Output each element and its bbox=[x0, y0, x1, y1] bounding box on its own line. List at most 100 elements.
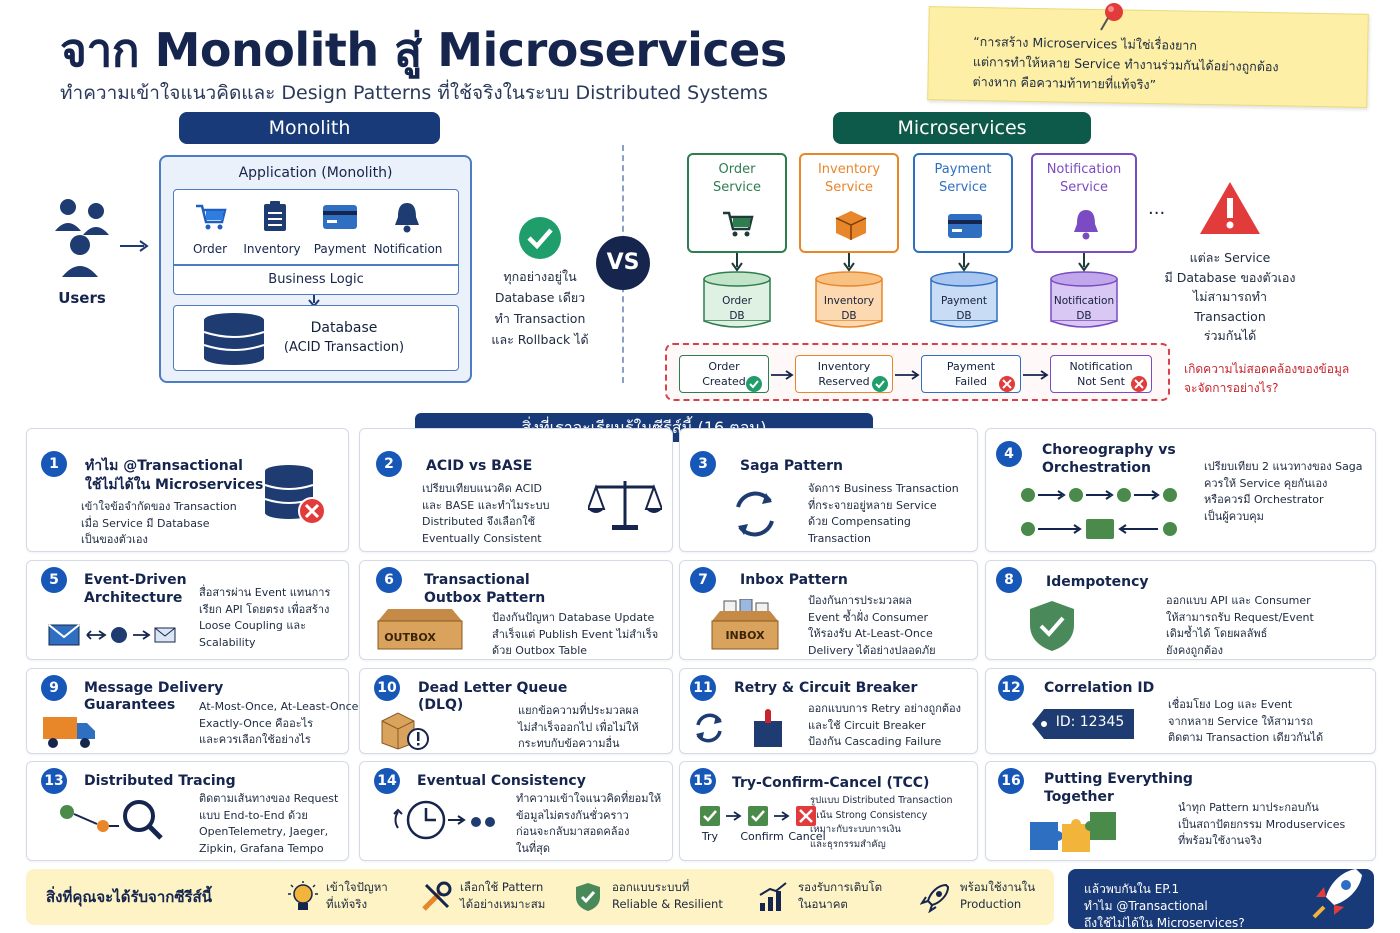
card-title: Saga Pattern bbox=[740, 458, 843, 474]
card-desc: รูปแบบ Distributed Transaction ที่เน้น S… bbox=[810, 794, 953, 852]
desc-line: สำเร็จแต่ Publish Event ไม่สำเร็จ bbox=[492, 627, 659, 641]
card-number: 2 bbox=[376, 451, 402, 477]
card-8[interactable]: 8 Idempotency ออกแบบ API และ Consumer ให… bbox=[985, 560, 1376, 660]
card-number: 10 bbox=[374, 675, 400, 701]
card-2[interactable]: 2 ACID vs BASE เปรียบเทียบแนวคิด ACID แล… bbox=[359, 428, 673, 552]
desc-line: ให้รองรับ At-Least-Once bbox=[808, 627, 933, 640]
desc-line: ควรให้ Service คุยกันเอง bbox=[1204, 476, 1328, 490]
desc-line: ที่กระจายอยู่หลาย Service bbox=[808, 498, 937, 512]
card-desc: นำทุก Pattern มาประกอบกัน เป็นสถาปัตยกรร… bbox=[1178, 800, 1345, 850]
flow-line: Created bbox=[702, 375, 746, 388]
next-episode-box[interactable]: แล้วพบกันใน EP.1 ทำไม @Transactional ถึง… bbox=[1068, 869, 1374, 930]
card-13[interactable]: 13 Distributed Tracing ติดตามเส้นทางของ … bbox=[26, 761, 349, 861]
card-desc: ออกแบบ API และ Consumer ให้สามารถรับ Req… bbox=[1166, 593, 1314, 659]
card-15[interactable]: 15 Try-Confirm-Cancel (TCC) รูปแบบ Distr… bbox=[679, 761, 978, 861]
card-4[interactable]: 4 Choreography vs Orchestration เปรียบเท… bbox=[985, 428, 1376, 552]
database-error-icon bbox=[264, 465, 326, 525]
tcc-step-label: Try bbox=[701, 830, 719, 843]
card-9[interactable]: 9 Message Delivery Guarantees At-Most-On… bbox=[26, 668, 362, 754]
note-line: มี Database ของตัวเอง bbox=[1164, 269, 1296, 285]
card-14[interactable]: 14 Eventual Consistency ทำความเข้าใจแนวค… bbox=[359, 761, 673, 861]
warning-icon bbox=[1200, 182, 1260, 234]
db-label-1: Order bbox=[722, 295, 752, 307]
benefit-item: เลือกใช้ Pattern ได้อย่างเหมาะสม bbox=[460, 879, 545, 913]
desc-line: ติดตามเส้นทางของ Request bbox=[199, 792, 339, 805]
desc-line: Transaction bbox=[808, 531, 871, 545]
desc-line: Distributed จึงเลือกใช้ bbox=[422, 515, 536, 528]
desc-line: Zipkin, Grafana Tempo bbox=[199, 841, 324, 855]
desc-line: ที่พร้อมใช้งานจริง bbox=[1178, 834, 1262, 847]
card-11[interactable]: 11 Retry & Circuit Breaker ออกแบบการ Ret… bbox=[679, 668, 978, 754]
card-1[interactable]: 1 ทำไม @Transactional ใช้ไม่ได้ใน Micros… bbox=[26, 428, 349, 552]
card-10[interactable]: 10 Dead Letter Queue (DLQ) แยกข้อความที่… bbox=[359, 668, 673, 754]
dead-letter-box-icon bbox=[381, 712, 429, 750]
bell-icon bbox=[395, 203, 419, 233]
desc-line: เป็นของตัวเอง bbox=[81, 533, 148, 546]
desc-line: เดิมซ้ำได้ โดยผลลัพธ์ bbox=[1166, 627, 1268, 640]
desc-line: Loose Coupling และ bbox=[199, 619, 307, 632]
card-7[interactable]: 7 Inbox Pattern ป้องกันการประมวลผล Event… bbox=[679, 560, 978, 660]
desc-line: เป็นผู้ควบคุม bbox=[1204, 509, 1264, 523]
tcc-step-label: Confirm bbox=[740, 830, 784, 843]
card-16[interactable]: 16 Putting Everything Together นำทุก Pat… bbox=[985, 761, 1376, 861]
card-number: 4 bbox=[996, 441, 1022, 467]
card-5[interactable]: 5 Event-Driven Architecture สื่อสารผ่าน … bbox=[26, 560, 349, 660]
db-title: Database bbox=[310, 320, 378, 336]
warning-line: เกิดความไม่สอดคล้องของข้อมูล bbox=[1184, 362, 1350, 376]
desc-line: จากหลาย Service ให้สามารถ bbox=[1168, 714, 1314, 728]
card-title: Correlation ID bbox=[1044, 680, 1155, 696]
card-3[interactable]: 3 Saga Pattern จัดการ Business Transacti… bbox=[679, 428, 978, 552]
summary-line: Database เดียว bbox=[494, 290, 586, 305]
desc-line: ให้สามารถรับ Request/Event bbox=[1166, 610, 1314, 624]
inventory-db-icon bbox=[815, 271, 883, 328]
card-number: 5 bbox=[41, 567, 67, 593]
summary-line: ทำ Transaction bbox=[494, 311, 586, 326]
microservices-note: แต่ละ Service มี Database ของตัวเอง ไม่ส… bbox=[1162, 248, 1298, 346]
card-title: ทำไม @Transactional bbox=[85, 458, 243, 474]
benefit-line: ที่แท้จริง bbox=[326, 897, 368, 911]
db-label-1: Notification bbox=[1053, 295, 1115, 307]
check-icon bbox=[872, 376, 888, 392]
payment-service-box: Payment Service bbox=[913, 153, 1013, 253]
desc-line: Eventually Consistent bbox=[422, 531, 542, 545]
card-number: 13 bbox=[41, 768, 67, 794]
card-title: Together bbox=[1044, 789, 1114, 805]
monolith-pill: Monolith bbox=[179, 112, 440, 144]
monolith-summary: ทุกอย่างอยู่ใน Database เดียว ทำ Transac… bbox=[482, 266, 598, 350]
card-number: 16 bbox=[998, 768, 1024, 794]
card-6[interactable]: 6 Transactional Outbox Pattern ป้องกันปั… bbox=[359, 560, 673, 660]
event-flow-icon bbox=[48, 624, 176, 646]
card-number: 3 bbox=[690, 451, 716, 477]
summary-line: ทุกอย่างอยู่ใน bbox=[503, 269, 577, 284]
card-title: Orchestration bbox=[1042, 460, 1152, 476]
payment-db-icon bbox=[930, 271, 998, 328]
card-desc: ออกแบบการ Retry อย่างถูกต้อง และใช้ Circ… bbox=[808, 701, 961, 751]
benefit-line: ออกแบบระบบที่ bbox=[612, 880, 690, 894]
desc-line: เหมาะกับระบบการเงิน bbox=[810, 824, 901, 835]
desc-line: ยังคงถูกต้อง bbox=[1166, 643, 1223, 657]
service-title-1: Payment bbox=[934, 162, 992, 177]
card-12[interactable]: 12 Correlation ID เชื่อมโยง Log และ Even… bbox=[985, 668, 1376, 754]
desc-line: เป็นสถาปัตยกรรม Mroduservices bbox=[1178, 817, 1346, 831]
card-title: Try-Confirm-Cancel (TCC) bbox=[732, 775, 930, 791]
card-desc: แยกข้อความที่ประมวลผล ไม่สำเร็จออกไป เพื… bbox=[518, 703, 639, 753]
card-number: 9 bbox=[41, 675, 67, 701]
benefit-item: ออกแบบระบบที่ Reliable & Resilient bbox=[612, 879, 723, 913]
notification-db-icon bbox=[1050, 271, 1118, 328]
desc-line: OpenTelemetry, Jaeger, bbox=[199, 825, 329, 838]
desc-line: ป้องกันการประมวลผล bbox=[808, 594, 913, 607]
puzzle-icon bbox=[1030, 812, 1116, 852]
inventory-service-box: Inventory Service bbox=[799, 153, 899, 253]
desc-line: เมื่อ Service มี Database bbox=[81, 516, 210, 530]
benefit-line: เข้าใจปัญหา bbox=[326, 880, 388, 894]
app-title: Application (Monolith) bbox=[238, 165, 393, 181]
shield-check-icon bbox=[1030, 601, 1074, 651]
order-service-box: Order Service bbox=[687, 153, 787, 253]
payment-db-label: Payment DB bbox=[931, 294, 997, 324]
summary-line: และ Rollback ได้ bbox=[491, 332, 589, 347]
desc-line: จัดการ Business Transaction bbox=[808, 482, 959, 495]
page-title: จาก Monolith สู่ Microservices bbox=[60, 23, 787, 77]
desc-line: หรือควรมี Orchestrator bbox=[1204, 493, 1324, 506]
desc-line: แยกข้อความที่ประมวลผล bbox=[518, 704, 639, 717]
card-number: 15 bbox=[690, 768, 716, 794]
